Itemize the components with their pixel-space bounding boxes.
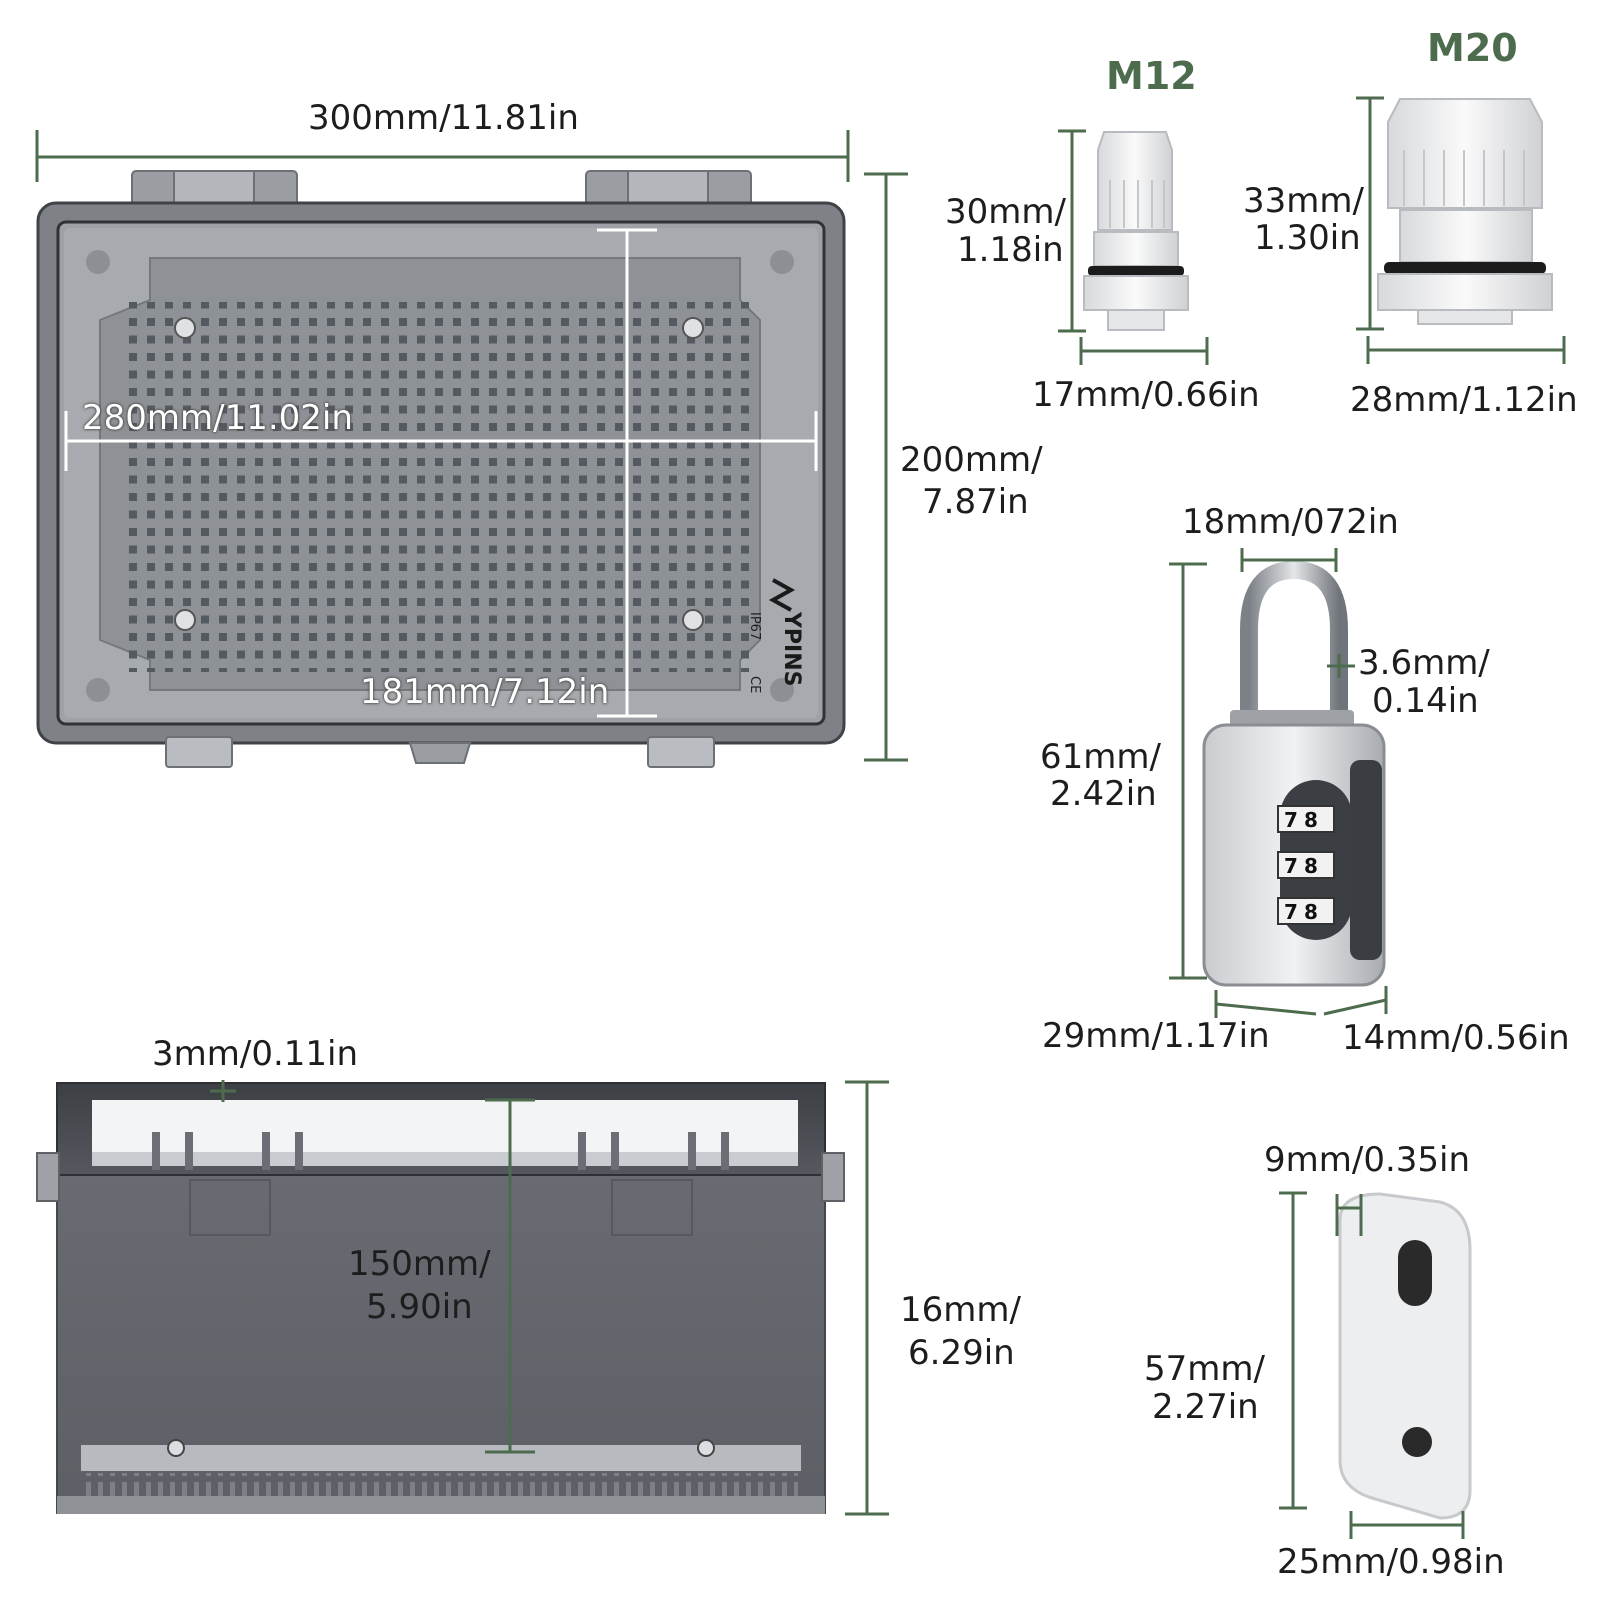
m12-gland (1083, 131, 1189, 331)
svg-text:7: 7 (1284, 900, 1298, 924)
label-lock-shackle-dia-mm: 3.6mm/ (1358, 643, 1490, 683)
svg-text:7: 7 (1284, 808, 1298, 832)
label-lock-shackle-width: 18mm/072in (1182, 502, 1399, 542)
label-bracket-slot: 9mm/0.35in (1264, 1140, 1471, 1180)
m20-gland (1377, 98, 1553, 325)
label-m12-height-in: 1.18in (957, 230, 1064, 270)
label-bracket-height-in: 2.27in (1152, 1387, 1259, 1427)
label-inner-width: 280mm/11.02in (82, 398, 353, 438)
label-depth-mm: 150mm/ (348, 1244, 491, 1284)
label-wall: 3mm/0.11in (152, 1034, 359, 1074)
enclosure-side-view (36, 1080, 845, 1514)
label-depth-in: 5.90in (366, 1287, 473, 1327)
mounting-bracket (1338, 1192, 1472, 1520)
svg-text:7: 7 (1284, 854, 1298, 878)
label-bracket-width: 25mm/0.98in (1277, 1542, 1505, 1582)
label-top-width: 300mm/11.81in (308, 98, 579, 138)
label-lock-shackle-dia-in: 0.14in (1372, 681, 1479, 721)
dim-height (864, 172, 908, 762)
dim-bracket (1279, 1191, 1465, 1539)
label-lock-width: 29mm/1.17in (1042, 1016, 1270, 1056)
m20-title: M20 (1427, 26, 1518, 70)
label-height-mm: 200mm/ (900, 440, 1043, 480)
enclosure-top-view (36, 170, 846, 768)
label-inner-height: 181mm/7.12in (360, 672, 610, 712)
dim-side-height (845, 1080, 889, 1516)
dim-m12 (1058, 129, 1209, 365)
dim-padlock (1169, 548, 1388, 1018)
label-m20-height-in: 1.30in (1254, 218, 1361, 258)
svg-text:8: 8 (1304, 900, 1318, 924)
label-lock-height-mm: 61mm/ (1040, 737, 1161, 777)
label-bracket-height-mm: 57mm/ (1144, 1349, 1265, 1389)
label-lock-depth: 14mm/0.56in (1342, 1018, 1570, 1058)
label-m20-width: 28mm/1.12in (1350, 380, 1578, 420)
label-m12-height-mm: 30mm/ (945, 192, 1066, 232)
svg-text:8: 8 (1304, 854, 1318, 878)
brand-logo-text: YPINS (779, 612, 804, 687)
dim-top-width (35, 130, 850, 182)
m12-title: M12 (1106, 54, 1197, 98)
dim-m20 (1356, 96, 1566, 364)
label-m20-height-mm: 33mm/ (1243, 181, 1364, 221)
label-m12-width: 17mm/0.66in (1032, 375, 1260, 415)
label-height-in: 7.87in (922, 482, 1029, 522)
label-lock-height-in: 2.42in (1050, 774, 1157, 814)
svg-text:8: 8 (1304, 808, 1318, 832)
ip-rating-text: IP67 (747, 612, 762, 641)
ce-mark-text: CE (747, 676, 762, 694)
label-side-height-in: 6.29in (908, 1333, 1015, 1373)
label-side-height-mm: 16mm/ (900, 1290, 1021, 1330)
